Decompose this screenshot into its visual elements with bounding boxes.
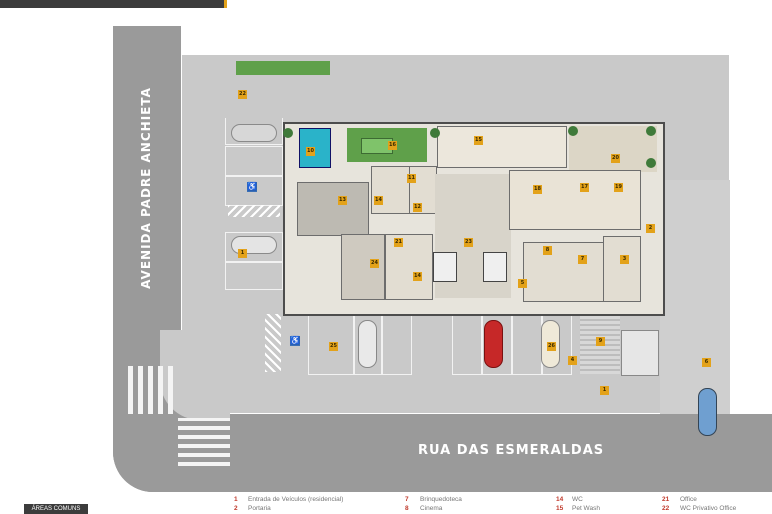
parking-stall <box>354 314 382 375</box>
room-gym <box>297 182 369 236</box>
badge-2: 2 <box>646 224 655 233</box>
room-lounge <box>437 126 567 168</box>
badge-8: 8 <box>543 246 552 255</box>
room-party <box>509 170 641 230</box>
badge-12: 12 <box>413 203 422 212</box>
elevator-2 <box>483 252 507 282</box>
legend-text: Brinquedoteca <box>420 496 462 503</box>
car-white <box>358 320 377 368</box>
badge-11: 11 <box>407 174 416 183</box>
legend-text: Entrada de Veículos (residencial) <box>248 496 344 503</box>
legend-num: 7 <box>405 496 409 503</box>
parking-stall <box>225 118 283 145</box>
badge-9: 9 <box>596 337 605 346</box>
elevator-1 <box>433 252 457 282</box>
car-red <box>484 320 503 368</box>
hatch-left <box>228 205 280 217</box>
badge-1: 1 <box>238 249 247 258</box>
badge-16: 16 <box>388 141 397 150</box>
tree <box>430 128 440 138</box>
legend-num: 15 <box>556 505 564 512</box>
street-label-avenida: AVENIDA PADRE ANCHIETA <box>139 87 153 289</box>
top-green-strip <box>236 61 330 75</box>
badge-1-bottom: 1 <box>600 386 609 395</box>
car-blue <box>698 388 717 436</box>
badge-26: 26 <box>547 342 556 351</box>
legend: ÁREAS COMUNS 1 Entrada de Veículos (resi… <box>0 492 772 514</box>
legend-text: Office <box>680 496 697 503</box>
street-label-rua: RUA DAS ESMERALDAS <box>418 443 605 458</box>
tree <box>568 126 578 136</box>
top-strip-accent <box>224 0 227 8</box>
badge-20: 20 <box>611 154 620 163</box>
crosswalk-vertical <box>128 366 174 414</box>
badge-19: 19 <box>614 183 623 192</box>
parking-stall <box>452 314 482 375</box>
badge-14: 14 <box>374 196 383 205</box>
room-brinquedoteca <box>385 234 433 300</box>
badge-6: 6 <box>702 358 711 367</box>
crosswalk-horizontal <box>178 418 230 466</box>
hatch-bottom <box>265 314 281 372</box>
legend-text: WC Privativo Office <box>680 505 737 512</box>
badge-13: 13 <box>338 196 347 205</box>
parking-left <box>225 118 283 290</box>
tree <box>283 128 293 138</box>
parking-stall <box>225 262 283 290</box>
site-plan: AVENIDA PADRE ANCHIETA RUA DAS ESMERALDA… <box>0 0 772 492</box>
badge-3: 3 <box>620 255 629 264</box>
parking-stall <box>512 314 542 375</box>
car-silver <box>231 124 277 142</box>
parking-stall <box>308 314 354 375</box>
badge-25: 24 <box>370 259 379 268</box>
parking-stall <box>225 146 283 176</box>
parking-bottom <box>308 314 576 376</box>
room-sauna <box>371 166 411 214</box>
legend-num: 1 <box>234 496 238 503</box>
badge-17: 17 <box>580 183 589 192</box>
badge-21: 21 <box>394 238 403 247</box>
lot-right <box>660 180 730 415</box>
building <box>283 122 665 316</box>
terrace <box>569 126 657 172</box>
legend-text: Cinema <box>420 505 443 512</box>
badge-18: 18 <box>533 185 542 194</box>
legend-num: 21 <box>662 496 670 503</box>
badge-5: 5 <box>518 279 527 288</box>
badge-7: 7 <box>578 255 587 264</box>
accessible-icon-bottom: ♿ <box>290 336 300 346</box>
legend-text: WC <box>572 496 583 503</box>
legend-tab: ÁREAS COMUNS <box>24 504 88 514</box>
badge-24: 25 <box>329 342 338 351</box>
badge-4: 4 <box>568 356 577 365</box>
badge-22: 22 <box>238 90 247 99</box>
legend-text: Portaria <box>248 505 271 512</box>
legend-num: 22 <box>662 505 670 512</box>
accessible-icon: ♿ <box>247 182 257 192</box>
badge-10: 10 <box>306 147 315 156</box>
pool <box>299 128 331 168</box>
room-office <box>523 242 605 302</box>
parking-stall <box>482 314 512 375</box>
badge-23: 23 <box>464 238 473 247</box>
badge-15: 15 <box>474 136 483 145</box>
legend-text: Pet Wash <box>572 505 600 512</box>
guardhouse <box>621 330 659 376</box>
room-kids <box>603 236 641 302</box>
tree <box>646 126 656 136</box>
parking-stall <box>225 232 283 262</box>
tree <box>646 158 656 168</box>
badge-14-b: 14 <box>413 272 422 281</box>
parking-stall <box>382 314 412 375</box>
top-strip <box>0 0 226 8</box>
legend-num: 2 <box>234 505 238 512</box>
legend-num: 14 <box>556 496 564 503</box>
legend-num: 8 <box>405 505 409 512</box>
